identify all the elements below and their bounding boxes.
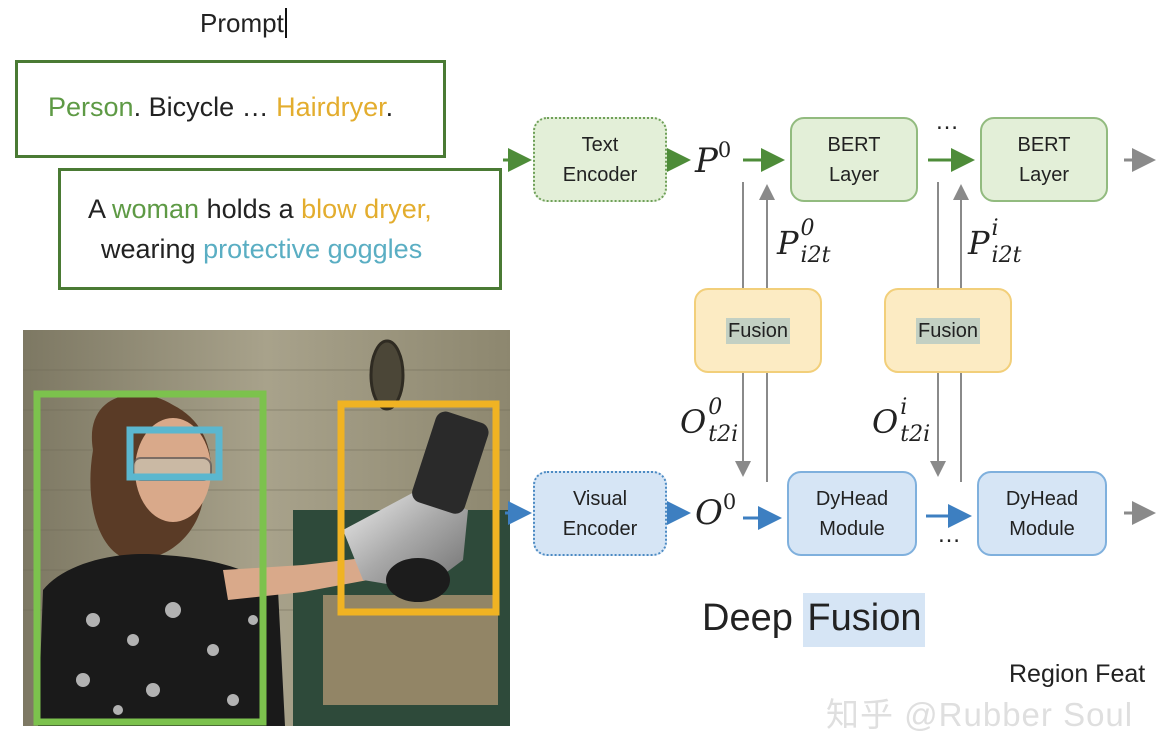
fusion-2-node: Fusion bbox=[884, 288, 1012, 373]
category-prompt-box bbox=[15, 60, 446, 158]
deep-fusion-label: Deep Fusion bbox=[702, 593, 926, 647]
wall-clock bbox=[369, 339, 405, 411]
text-caret bbox=[284, 8, 287, 38]
caption-line-1: A woman holds a blow dryer, bbox=[88, 194, 432, 224]
ellipsis-top: … bbox=[935, 108, 960, 135]
p0-label: P0 bbox=[695, 138, 732, 181]
category-prompt-text: Person. Bicycle … Hairdryer. bbox=[48, 92, 394, 122]
person-box bbox=[33, 390, 267, 726]
caption-line-2: wearing protective goggles bbox=[101, 234, 423, 264]
dryer-box bbox=[337, 400, 500, 616]
region-features-label: Region Feat bbox=[1009, 660, 1146, 688]
fusion-1-node: Fusion bbox=[694, 288, 822, 373]
caption-prompt-box bbox=[58, 168, 502, 290]
prompt-title: Prompt bbox=[200, 8, 287, 39]
detection-photo bbox=[23, 330, 510, 726]
goggles-box bbox=[126, 426, 223, 481]
watermark: 知乎 @Rubber Soul bbox=[826, 696, 1134, 733]
photo-illustration bbox=[23, 330, 510, 726]
ellipsis-bottom: … bbox=[937, 521, 962, 548]
o0-label: O0 bbox=[695, 490, 737, 533]
